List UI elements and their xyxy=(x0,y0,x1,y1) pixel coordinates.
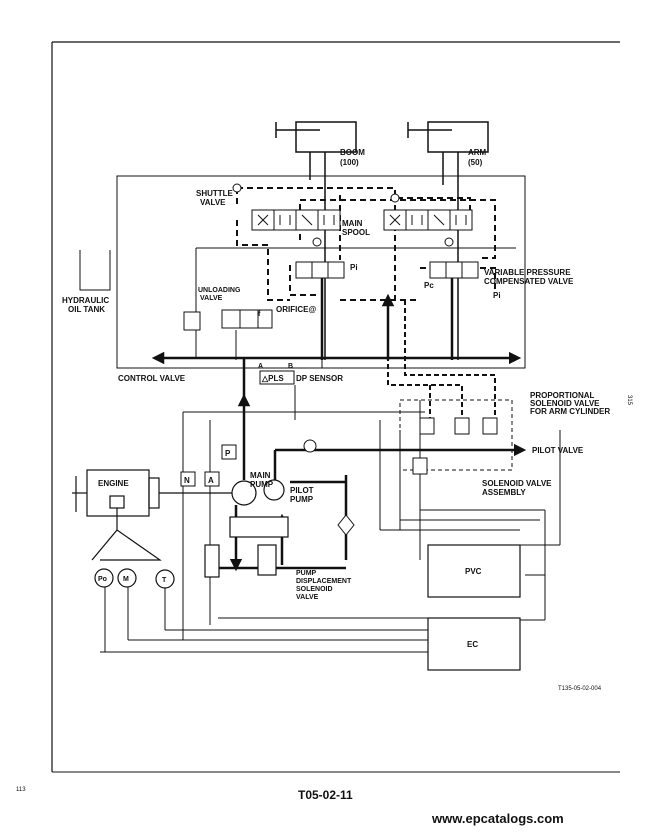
boom-value: (100) xyxy=(340,158,359,167)
pvc-box xyxy=(427,544,521,598)
po-label: Po xyxy=(98,576,107,583)
arm-value: (50) xyxy=(468,158,483,167)
pumps xyxy=(204,479,289,578)
pump-lines xyxy=(100,385,561,653)
pilot-lines-dashed xyxy=(236,187,496,301)
ec-box xyxy=(427,617,521,671)
pilot-pump-label-1: PILOT xyxy=(290,486,314,495)
sensor-boxes xyxy=(180,444,237,487)
corner-mark: 113 xyxy=(16,787,26,793)
ec-label: EC xyxy=(467,640,478,649)
boom-label: BOOM xyxy=(340,148,365,157)
port-f-label: f xyxy=(258,311,261,318)
n-label: N xyxy=(184,476,190,485)
filter-symbol xyxy=(303,439,317,453)
engine xyxy=(72,469,232,561)
hydraulic-oil-tank xyxy=(79,250,111,291)
pc-label: Pc xyxy=(424,281,434,290)
pds-label-4: VALVE xyxy=(296,594,319,601)
main-pump-label-2: PUMP xyxy=(250,480,274,489)
main-spool-label-1: MAIN xyxy=(342,219,363,228)
shuttle-label-2: VALVE xyxy=(200,198,226,207)
pds-label-2: DISPLACEMENT xyxy=(296,578,352,585)
sva-label-2: ASSEMBLY xyxy=(482,488,526,497)
prop-solenoid-label-3: FOR ARM CYLINDER xyxy=(530,407,610,416)
solenoid-valve-assembly xyxy=(399,399,513,475)
unloading-label-1: UNLOADING xyxy=(198,287,241,294)
check-valves xyxy=(232,183,454,247)
arm-solenoid-dashed xyxy=(387,300,496,418)
dp-sensor-label: DP SENSOR xyxy=(296,374,343,383)
port-b-label: B xyxy=(288,363,293,370)
t-label: T xyxy=(162,577,167,584)
shuttle-label-1: SHUTTLE xyxy=(196,189,234,198)
page-number: T05-02-11 xyxy=(298,788,353,802)
accumulator-symbol xyxy=(337,514,355,536)
arm-cylinder xyxy=(407,121,489,360)
vpc-label-2: COMPENSATED VALVE xyxy=(484,277,574,286)
control-valve-box xyxy=(116,175,526,369)
prop-solenoid-label-2: SOLENOID VALVE xyxy=(530,399,600,408)
control-valve-label: CONTROL VALVE xyxy=(118,374,186,383)
compensated-valves xyxy=(295,261,479,279)
dp-sensor-box xyxy=(259,370,295,385)
p-label: P xyxy=(225,449,231,458)
main-spool-arm xyxy=(383,209,473,231)
engine-label: ENGINE xyxy=(98,479,129,488)
vpc-label-1: VARIABLE PRESSURE xyxy=(484,268,571,277)
main-spool-label-2: SPOOL xyxy=(342,228,370,237)
main-spool-boom xyxy=(251,209,341,231)
page-frame xyxy=(51,41,620,773)
port-a-label: A xyxy=(258,363,263,370)
boom-cylinder xyxy=(275,121,357,360)
main-pump-label-1: MAIN xyxy=(250,471,271,480)
arm-label: ARM xyxy=(468,148,487,157)
unloading-valve xyxy=(183,309,273,331)
pds-label-3: SOLENOID xyxy=(296,586,333,593)
pvc-label: PVC xyxy=(465,567,482,576)
side-mark: 315 xyxy=(626,395,632,406)
prop-solenoid-label-1: PROPORTIONAL xyxy=(530,391,595,400)
pi-label-2: Pi xyxy=(493,291,501,300)
pilot-valve-label: PILOT VALVE xyxy=(532,446,584,455)
orifice-label: ORIFICE@ xyxy=(276,305,316,314)
tank-label-1: HYDRAULIC xyxy=(62,296,109,305)
a-label: A xyxy=(208,476,214,485)
gauges xyxy=(94,568,175,589)
pi-label-1: Pi xyxy=(350,263,358,272)
pls-label: △PLS xyxy=(261,374,284,383)
m-label: M xyxy=(123,576,129,583)
diagram-labels: BOOM (100) ARM (50) SHUTTLE VALVE MAIN S… xyxy=(62,148,610,649)
pds-label-1: PUMP xyxy=(296,570,317,577)
tank-label-2: OIL TANK xyxy=(68,305,105,314)
website-url: www.epcatalogs.com xyxy=(431,811,564,826)
unloading-label-2: VALVE xyxy=(200,295,223,302)
pilot-pump-label-2: PUMP xyxy=(290,495,314,504)
figure-ref: T135-05-02-004 xyxy=(558,686,602,692)
sva-label-1: SOLENOID VALVE xyxy=(482,479,552,488)
